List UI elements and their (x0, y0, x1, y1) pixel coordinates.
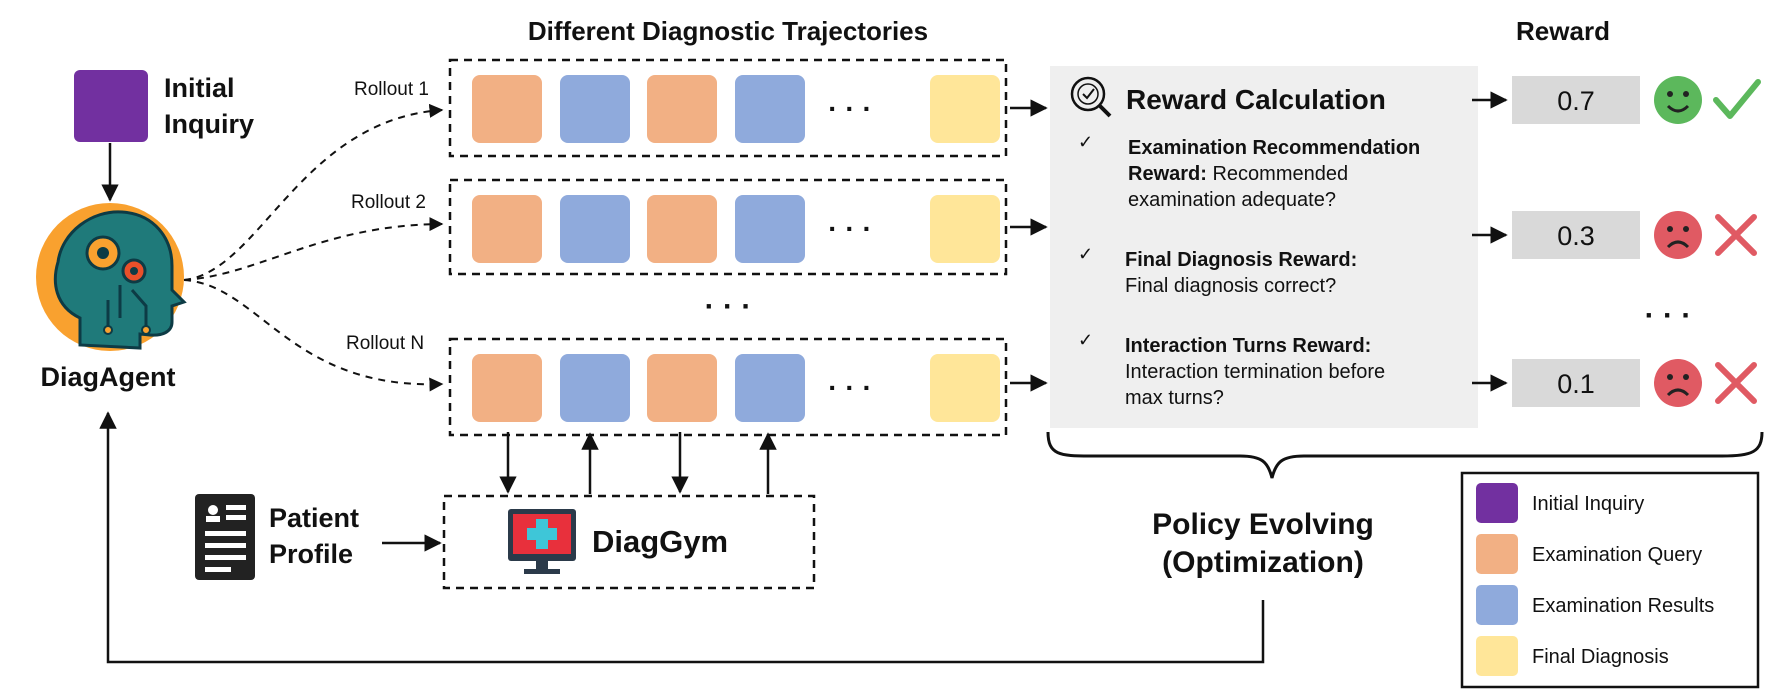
step-final-diagnosis (930, 195, 1000, 263)
trajectory-rows: · · · · · · · · · (448, 58, 1008, 437)
step-examination-query (472, 195, 542, 263)
policy-line2: (Optimization) (1162, 546, 1364, 579)
trajectory-ellipsis: · · · (828, 93, 872, 124)
cross-icon (1715, 214, 1757, 256)
medical-monitor-icon (508, 509, 576, 574)
rows-ellipsis: · · · (705, 290, 752, 323)
step-final-diagnosis (930, 75, 1000, 143)
reward-calculation-panel (1050, 66, 1478, 428)
reward-item-1-line3: examination adequate? (1128, 189, 1336, 211)
check-glyph-2: ✓ (1078, 244, 1093, 264)
reward-header: Reward (1516, 16, 1610, 46)
reward-item-3-line2: Interaction termination before (1125, 361, 1385, 383)
brain-gears-head-icon (36, 203, 187, 351)
initial-inquiry-square-icon (74, 70, 148, 142)
diaggym-box (442, 494, 816, 590)
legend-label: Final Diagnosis (1532, 646, 1669, 668)
score-value: 0.7 (1557, 86, 1595, 116)
sad-face-icon (1654, 359, 1702, 407)
rollout-n-label: Rollout N (346, 333, 424, 354)
initial-inquiry-line1: Initial (164, 73, 235, 103)
legend-label: Examination Results (1532, 595, 1714, 617)
reward-item-3-line1: Interaction Turns Reward: (1125, 335, 1371, 357)
score-box (1512, 76, 1640, 124)
step-examination-query (647, 75, 717, 143)
trajectory-box-1 (448, 58, 1008, 158)
trajectory-box-3 (448, 337, 1008, 437)
legend-swatch-examination-query (1476, 534, 1518, 574)
happy-face-icon (1654, 76, 1702, 124)
document-profile-icon (195, 494, 255, 580)
rollout-2-label: Rollout 2 (351, 192, 426, 213)
trajectory-ellipsis: · · · (828, 372, 872, 403)
legend-swatch-examination-results (1476, 585, 1518, 625)
agent-label: DiagAgent (41, 362, 176, 392)
reward-values: 0.7 0.3 0.1 (1472, 76, 1761, 407)
check-icon (1713, 79, 1761, 119)
cross-icon (1715, 362, 1757, 404)
check-glyph-3: ✓ (1078, 330, 1093, 350)
reward-item-2-line1: Final Diagnosis Reward: (1125, 249, 1357, 271)
step-examination-query (647, 195, 717, 263)
policy-brace (1046, 431, 1764, 479)
rewards-ellipsis: · · · (1645, 299, 1692, 332)
step-final-diagnosis (930, 354, 1000, 422)
trajectory-ellipsis: · · · (828, 213, 872, 244)
rollout-1-arrow (183, 103, 444, 281)
score-value: 0.1 (1557, 369, 1595, 399)
policy-feedback-arrow (99, 411, 1265, 664)
step-examination-query (472, 75, 542, 143)
step-examination-results (735, 354, 805, 422)
reward-item-3-line3: max turns? (1125, 387, 1224, 409)
legend-label: Initial Inquiry (1532, 493, 1644, 515)
policy-line1: Policy Evolving (1152, 508, 1374, 541)
patient-line1: Patient (269, 503, 359, 533)
reward-item-2-line2: Final diagnosis correct? (1125, 275, 1336, 297)
check-glyph-1: ✓ (1078, 132, 1093, 152)
magnifier-check-icon (1070, 76, 1112, 118)
initial-inquiry-line2: Inquiry (164, 109, 254, 139)
step-examination-query (472, 354, 542, 422)
score-box (1512, 359, 1640, 407)
step-examination-results (735, 195, 805, 263)
score-value: 0.3 (1557, 221, 1595, 251)
legend-label: Examination Query (1532, 544, 1702, 566)
step-examination-query (647, 354, 717, 422)
step-examination-results (735, 75, 805, 143)
sad-face-icon (1654, 211, 1702, 259)
rollout-n-arrow (183, 279, 444, 392)
diaggym-label: DiagGym (592, 524, 728, 559)
step-examination-results (560, 354, 630, 422)
rollout-2-arrow (183, 217, 444, 281)
step-examination-results (560, 195, 630, 263)
reward-item-1-line2: Reward: Recommended (1128, 163, 1348, 185)
patient-line2: Profile (269, 539, 353, 569)
legend-swatch-initial-inquiry (1476, 483, 1518, 523)
reward-calc-title: Reward Calculation (1126, 84, 1386, 115)
reward-item-1-line1: Examination Recommendation (1128, 137, 1420, 159)
diagram-title: Different Diagnostic Trajectories (528, 16, 928, 46)
legend-swatch-final-diagnosis (1476, 636, 1518, 676)
step-examination-results (560, 75, 630, 143)
score-box (1512, 211, 1640, 259)
rollout-1-label: Rollout 1 (354, 79, 429, 100)
trajectory-box-2 (448, 178, 1008, 276)
